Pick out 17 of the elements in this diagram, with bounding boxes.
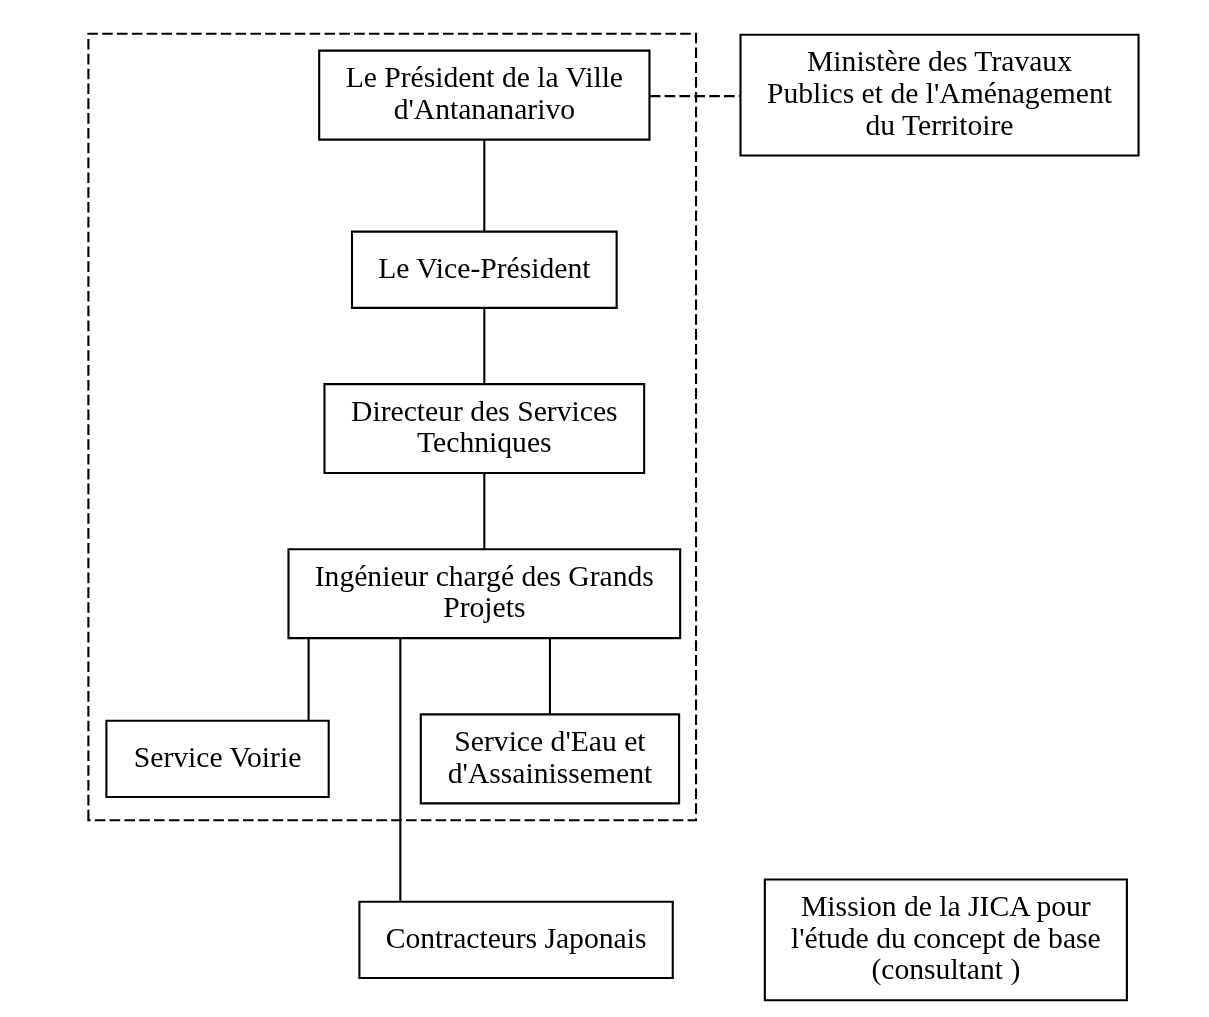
connector: [482, 140, 485, 232]
connector: [482, 308, 485, 384]
node-box: Service Voirie: [104, 719, 330, 799]
node-box: Contracteurs Japonais: [357, 900, 674, 980]
node-box: Ingénieur chargé des Grands Projets: [286, 548, 681, 640]
node-box: Ministère des Travaux Publics et de l'Aménagement du Territoire: [738, 33, 1140, 157]
connector: [482, 473, 485, 550]
connector: [649, 95, 740, 98]
cluster: [86, 32, 697, 822]
node-box: Service d'Eau et d'Assainissement: [419, 713, 680, 805]
node-box: Directeur des Services Techniques: [322, 383, 645, 475]
connector: [307, 638, 310, 721]
connector: [548, 638, 551, 715]
connector: [398, 638, 401, 901]
node-box: Le Président de la Ville d'Antananarivo: [317, 49, 650, 141]
node-box: Mission de la JICA pour l'étude du concept de base (consultant ): [763, 878, 1128, 1002]
node-box: Le Vice-Président: [350, 230, 618, 309]
